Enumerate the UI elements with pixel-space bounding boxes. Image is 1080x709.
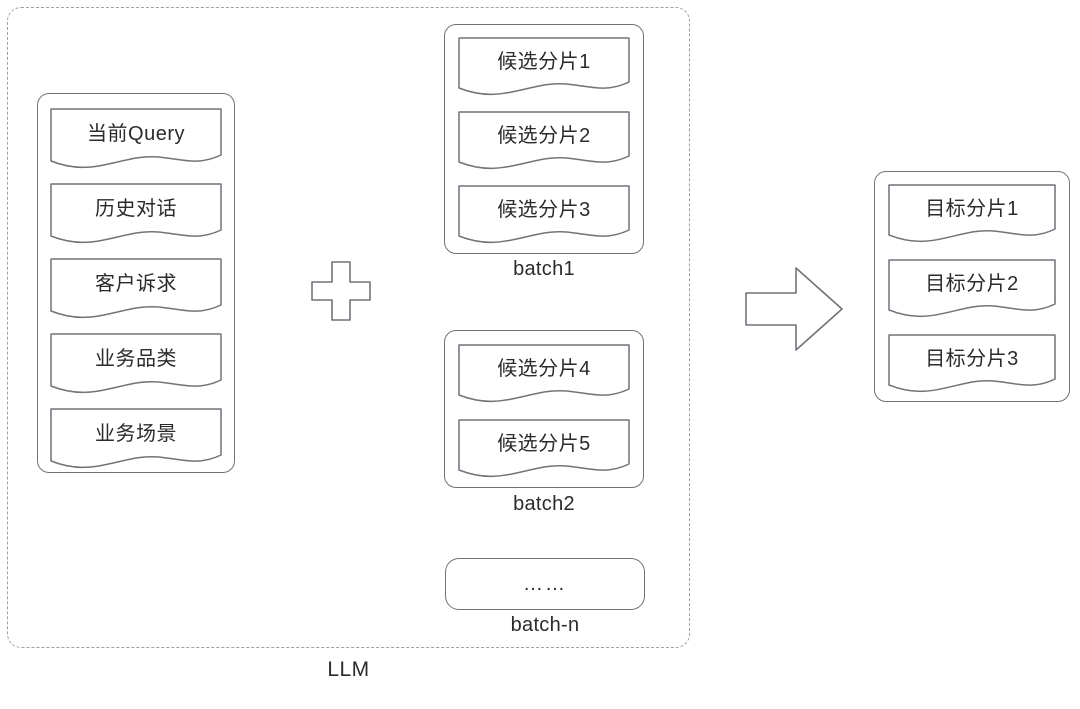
output-doc-label-2: 目标分片3: [925, 348, 1019, 371]
arrow-right-icon: [744, 266, 844, 352]
input-doc-label-3: 业务品类: [95, 348, 177, 371]
batch-caption-1: batch2: [513, 493, 575, 515]
batch-1-chunk-1[interactable]: 候选分片5: [458, 419, 630, 481]
input-doc-label-2: 客户诉求: [95, 273, 177, 296]
input-doc-4[interactable]: 业务场景: [50, 408, 222, 472]
output-doc-label-0: 目标分片1: [925, 198, 1019, 221]
batch-1-chunk-label-0: 候选分片4: [497, 358, 591, 381]
batch-n-ellipsis: ……: [523, 572, 567, 595]
batch-1-chunk-label-1: 候选分片5: [497, 433, 591, 456]
batch-0-chunk-1[interactable]: 候选分片2: [458, 111, 630, 173]
plus-icon: [311, 261, 371, 321]
input-doc-2[interactable]: 客户诉求: [50, 258, 222, 322]
batch-0-chunk-label-0: 候选分片1: [497, 51, 591, 74]
output-doc-0[interactable]: 目标分片1: [888, 184, 1056, 246]
batch-1-chunk-0[interactable]: 候选分片4: [458, 344, 630, 406]
input-doc-1[interactable]: 历史对话: [50, 183, 222, 247]
batch-container-2[interactable]: ……: [445, 558, 645, 610]
llm-group-border: [7, 7, 690, 648]
batch-0-chunk-label-2: 候选分片3: [497, 199, 591, 222]
llm-group-caption: LLM: [327, 658, 370, 681]
input-doc-label-4: 业务场景: [95, 423, 177, 446]
output-doc-label-1: 目标分片2: [925, 273, 1019, 296]
batch-0-chunk-2[interactable]: 候选分片3: [458, 185, 630, 247]
batch-0-chunk-label-1: 候选分片2: [497, 125, 591, 148]
batch-0-chunk-0[interactable]: 候选分片1: [458, 37, 630, 99]
batch-caption-0: batch1: [513, 258, 575, 280]
input-doc-label-1: 历史对话: [95, 198, 177, 221]
input-doc-0[interactable]: 当前Query: [50, 108, 222, 172]
output-doc-1[interactable]: 目标分片2: [888, 259, 1056, 321]
input-doc-3[interactable]: 业务品类: [50, 333, 222, 397]
batch-caption-2: batch-n: [510, 614, 580, 636]
output-doc-2[interactable]: 目标分片3: [888, 334, 1056, 396]
input-doc-label-0: 当前Query: [87, 123, 185, 146]
